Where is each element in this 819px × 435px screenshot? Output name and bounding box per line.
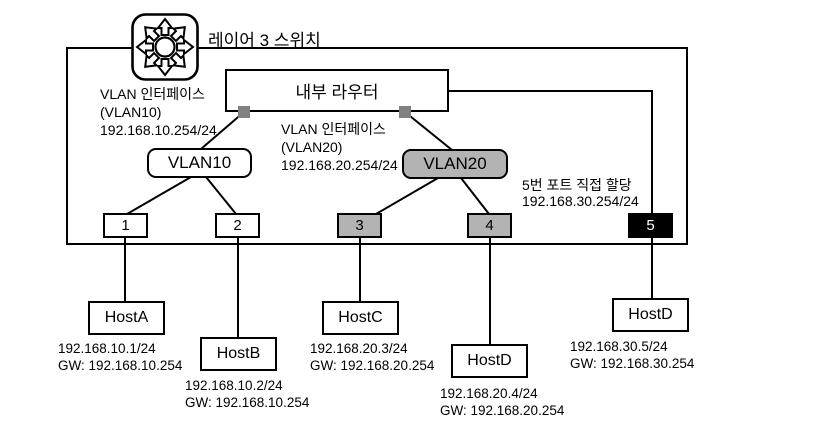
port5-direct-label: 5번 포트 직접 할당 192.168.30.254/24 bbox=[522, 177, 639, 209]
port-2-number: 2 bbox=[233, 217, 242, 234]
host-3-ip: 192.168.20.3/24 bbox=[310, 341, 408, 356]
port-5-number: 5 bbox=[646, 217, 655, 234]
host-3-box: HostC bbox=[322, 301, 399, 335]
switch-boundary bbox=[66, 47, 688, 245]
host-3-gateway: GW: 192.168.20.254 bbox=[310, 358, 435, 373]
host-5-addresses: 192.168.30.5/24 GW: 192.168.30.254 bbox=[570, 338, 694, 372]
vlan10-group-box: VLAN10 bbox=[147, 148, 252, 178]
host-5-ip: 192.168.30.5/24 bbox=[570, 339, 668, 354]
host-3-name: HostC bbox=[338, 309, 383, 326]
port-2-box: 2 bbox=[215, 213, 260, 238]
vlan20-group-label: VLAN20 bbox=[423, 154, 487, 173]
host-5-name: HostD bbox=[628, 306, 673, 323]
port-5-box: 5 bbox=[628, 213, 673, 238]
port-3-box: 3 bbox=[337, 213, 382, 238]
host-4-name: HostD bbox=[467, 352, 512, 369]
host-5-box: HostD bbox=[612, 298, 689, 332]
host-4-box: HostD bbox=[451, 344, 528, 378]
internal-router-box: 내부 라우터 bbox=[225, 69, 449, 112]
vlan10-group-label: VLAN10 bbox=[167, 153, 232, 172]
host-2-name: HostB bbox=[216, 345, 261, 362]
port-4-number: 4 bbox=[485, 217, 494, 234]
port-3-number: 3 bbox=[355, 217, 364, 234]
host-2-ip: 192.168.10.2/24 bbox=[185, 378, 283, 393]
vlan10-interface-line2: (VLAN10) bbox=[100, 104, 162, 120]
vlan10-interface-ip: 192.168.10.254/24 bbox=[100, 122, 217, 138]
host-4-gateway: GW: 192.168.20.254 bbox=[440, 403, 565, 418]
host-2-addresses: 192.168.10.2/24 GW: 192.168.10.254 bbox=[185, 377, 309, 411]
port-1-box: 1 bbox=[103, 213, 148, 238]
vlan20-interface-line1: VLAN 인터페이스 bbox=[281, 121, 386, 137]
port-1-number: 1 bbox=[121, 217, 130, 234]
layer3-switch-icon bbox=[131, 13, 199, 81]
host-2-gateway: GW: 192.168.10.254 bbox=[185, 395, 310, 410]
host-1-addresses: 192.168.10.1/24 GW: 192.168.10.254 bbox=[58, 340, 182, 374]
vlan20-interface-line2: (VLAN20) bbox=[281, 139, 343, 155]
vlan20-interface-ip: 192.168.20.254/24 bbox=[281, 157, 398, 173]
router-vlan10-connector bbox=[238, 106, 250, 118]
host-1-box: HostA bbox=[88, 301, 165, 335]
host-1-ip: 192.168.10.1/24 bbox=[58, 341, 156, 356]
host-1-name: HostA bbox=[104, 309, 149, 326]
port5-direct-line1: 5번 포트 직접 할당 bbox=[522, 177, 632, 193]
host-2-box: HostB bbox=[200, 337, 277, 371]
port5-direct-ip: 192.168.30.254/24 bbox=[522, 193, 639, 209]
host-1-gateway: GW: 192.168.10.254 bbox=[58, 358, 183, 373]
vlan20-interface-label: VLAN 인터페이스 (VLAN20) 192.168.20.254/24 bbox=[281, 120, 398, 174]
port-4-box: 4 bbox=[467, 213, 512, 238]
host-4-ip: 192.168.20.4/24 bbox=[440, 386, 538, 401]
router-vlan20-connector bbox=[399, 106, 411, 118]
host-4-addresses: 192.168.20.4/24 GW: 192.168.20.254 bbox=[440, 385, 564, 419]
vlan10-interface-line1: VLAN 인터페이스 bbox=[100, 86, 205, 102]
internal-router-label: 내부 라우터 bbox=[295, 83, 379, 102]
host-5-gateway: GW: 192.168.30.254 bbox=[570, 356, 695, 371]
vlan20-group-box: VLAN20 bbox=[402, 149, 508, 179]
diagram-title: 레이어 3 스위치 bbox=[208, 31, 321, 50]
host-3-addresses: 192.168.20.3/24 GW: 192.168.20.254 bbox=[310, 340, 434, 374]
vlan10-interface-label: VLAN 인터페이스 (VLAN10) 192.168.10.254/24 bbox=[100, 85, 217, 139]
